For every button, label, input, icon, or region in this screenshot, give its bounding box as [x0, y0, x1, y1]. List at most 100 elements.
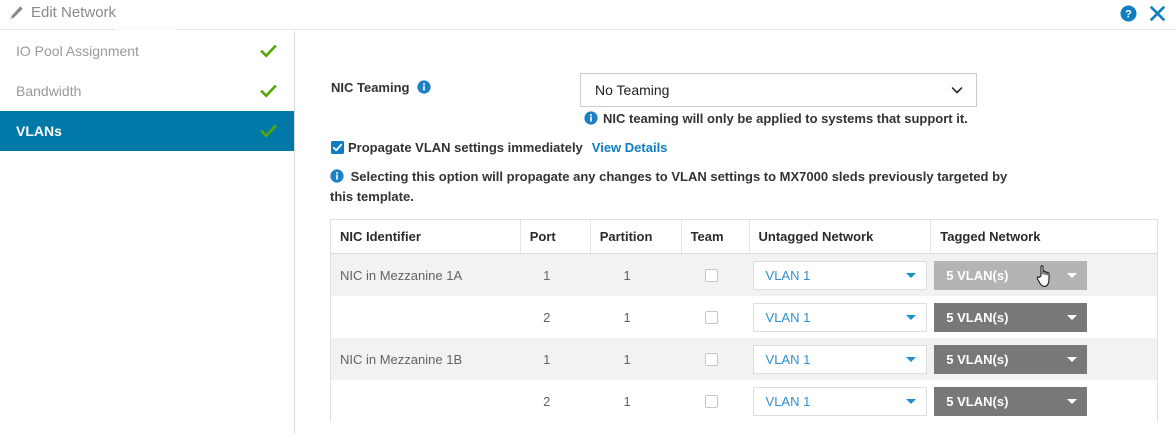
propagate-vlan-checkbox[interactable] — [331, 141, 344, 154]
window-titlebar: Edit Network ? — [0, 0, 1176, 30]
mouse-cursor-pointer — [1034, 263, 1056, 289]
cell-partition: 1 — [623, 351, 631, 367]
sidebar-item-label: VLANs — [16, 123, 62, 139]
chevron-down-icon — [905, 314, 916, 320]
untagged-network-dropdown[interactable]: VLAN 1 — [752, 386, 927, 416]
table-row: NIC in Mezzanine 1A 1 1 VLAN 1 5 VLAN(s) — [331, 254, 1157, 296]
nic-teaming-selected-value: No Teaming — [595, 82, 670, 98]
team-checkbox[interactable] — [705, 310, 719, 324]
tagged-network-value: 5 VLAN(s) — [946, 267, 1009, 283]
chevron-down-icon — [1067, 356, 1078, 362]
cell-partition: 1 — [623, 267, 631, 283]
cell-partition: 1 — [623, 309, 631, 325]
sidebar-item-bandwidth[interactable]: Bandwidth — [0, 71, 294, 111]
team-checkbox[interactable] — [705, 268, 719, 282]
cell-partition: 1 — [623, 393, 631, 409]
chevron-down-icon — [905, 356, 916, 362]
cell-team — [682, 254, 750, 296]
chevron-down-icon — [950, 83, 964, 97]
info-icon[interactable] — [413, 80, 431, 95]
chevron-down-icon — [1067, 314, 1078, 320]
cell-untagged-network: VLAN 1 — [750, 296, 932, 338]
cell-tagged-network: 5 VLAN(s) — [931, 338, 1157, 380]
cell-tagged-network: 5 VLAN(s) — [931, 296, 1157, 338]
chevron-down-icon — [905, 398, 916, 404]
title-underline-artifact — [115, 27, 177, 33]
tagged-network-value: 5 VLAN(s) — [946, 393, 1009, 409]
cell-tagged-network: 5 VLAN(s) — [931, 254, 1157, 296]
cell-nic-identifier: NIC in Mezzanine 1A — [340, 267, 463, 283]
untagged-network-value: VLAN 1 — [765, 393, 811, 409]
sidebar-item-io-pool-assignment[interactable]: IO Pool Assignment — [0, 31, 294, 71]
svg-text:?: ? — [1125, 8, 1132, 20]
cell-port: 2 — [543, 309, 551, 325]
check-icon — [256, 43, 280, 60]
team-checkbox[interactable] — [705, 394, 719, 408]
nic-teaming-label: NIC Teaming — [331, 80, 431, 95]
close-icon[interactable] — [1149, 5, 1166, 22]
sidebar-item-vlans[interactable]: VLANs — [0, 111, 294, 151]
help-icon[interactable]: ? — [1120, 5, 1137, 22]
chevron-down-icon — [905, 272, 916, 278]
table-row: 2 1 VLAN 1 5 VLAN(s) — [331, 296, 1157, 338]
untagged-network-value: VLAN 1 — [765, 351, 811, 367]
table-row: 2 1 VLAN 1 5 VLAN(s) — [331, 380, 1157, 422]
cell-untagged-network: VLAN 1 — [750, 338, 932, 380]
column-header-nic-identifier: NIC Identifier — [331, 220, 521, 253]
propagate-vlan-row: Propagate VLAN settings immediately View… — [331, 140, 667, 155]
column-header-tagged-network: Tagged Network — [940, 229, 1041, 244]
untagged-network-value: VLAN 1 — [765, 309, 811, 325]
column-header-port: Port — [521, 220, 591, 253]
vlan-table: NIC Identifier Port Partition Team Untag… — [330, 219, 1158, 422]
pencil-icon — [8, 5, 24, 21]
window-controls: ? — [1120, 5, 1166, 22]
cell-port: 2 — [543, 393, 551, 409]
column-header-team: Team — [682, 220, 750, 253]
cell-nic-identifier: NIC in Mezzanine 1B — [340, 351, 463, 367]
nic-teaming-field: NIC Teaming No Teaming — [331, 72, 977, 126]
cell-tagged-network: 5 VLAN(s) — [931, 380, 1157, 422]
column-header-untagged-network: Untagged Network — [750, 220, 932, 253]
cell-team — [682, 296, 750, 338]
info-icon — [330, 169, 351, 184]
nic-teaming-help-label: NIC teaming will only be applied to syst… — [603, 111, 968, 126]
cell-team — [682, 338, 750, 380]
propagate-vlan-help-label: Selecting this option will propagate any… — [330, 169, 1008, 204]
window-title-group: Edit Network — [8, 4, 116, 21]
tagged-network-value: 5 VLAN(s) — [946, 351, 1009, 367]
tagged-network-dropdown[interactable]: 5 VLAN(s) — [934, 386, 1088, 416]
check-icon — [256, 83, 280, 100]
cell-nic-identifier — [331, 296, 521, 338]
propagate-vlan-help-text: Selecting this option will propagate any… — [330, 167, 1020, 207]
nic-teaming-select[interactable]: No Teaming — [580, 73, 977, 107]
chevron-down-icon — [1067, 272, 1078, 278]
main-content: NIC Teaming No Teaming — [296, 31, 1176, 433]
check-icon — [256, 123, 280, 140]
info-icon — [580, 111, 598, 126]
sidebar-item-label: IO Pool Assignment — [16, 43, 139, 59]
untagged-network-dropdown[interactable]: VLAN 1 — [752, 344, 927, 374]
cell-port: 1 — [543, 351, 551, 367]
column-header-partition: Partition — [591, 220, 682, 253]
cell-port: 1 — [543, 267, 551, 283]
tagged-network-value: 5 VLAN(s) — [946, 309, 1009, 325]
propagate-vlan-label: Propagate VLAN settings immediately — [348, 140, 583, 155]
tagged-network-dropdown[interactable]: 5 VLAN(s) — [934, 260, 1088, 290]
nic-teaming-help-text: NIC teaming will only be applied to syst… — [580, 111, 968, 126]
untagged-network-dropdown[interactable]: VLAN 1 — [752, 302, 927, 332]
chevron-down-icon — [1067, 398, 1078, 404]
view-details-link[interactable]: View Details — [591, 140, 668, 155]
table-header-row: NIC Identifier Port Partition Team Untag… — [331, 220, 1157, 254]
page-title: Edit Network — [31, 4, 117, 21]
untagged-network-value: VLAN 1 — [765, 267, 811, 283]
tagged-network-dropdown[interactable]: 5 VLAN(s) — [934, 302, 1088, 332]
tagged-network-dropdown[interactable]: 5 VLAN(s) — [934, 344, 1088, 374]
cell-nic-identifier — [331, 380, 521, 422]
table-row: NIC in Mezzanine 1B 1 1 VLAN 1 5 VLAN(s) — [331, 338, 1157, 380]
team-checkbox[interactable] — [705, 352, 719, 366]
cell-untagged-network: VLAN 1 — [750, 380, 932, 422]
cell-untagged-network: VLAN 1 — [750, 254, 932, 296]
nic-teaming-label-text: NIC Teaming — [331, 80, 410, 95]
untagged-network-dropdown[interactable]: VLAN 1 — [752, 260, 927, 290]
sidebar-item-label: Bandwidth — [16, 83, 82, 99]
